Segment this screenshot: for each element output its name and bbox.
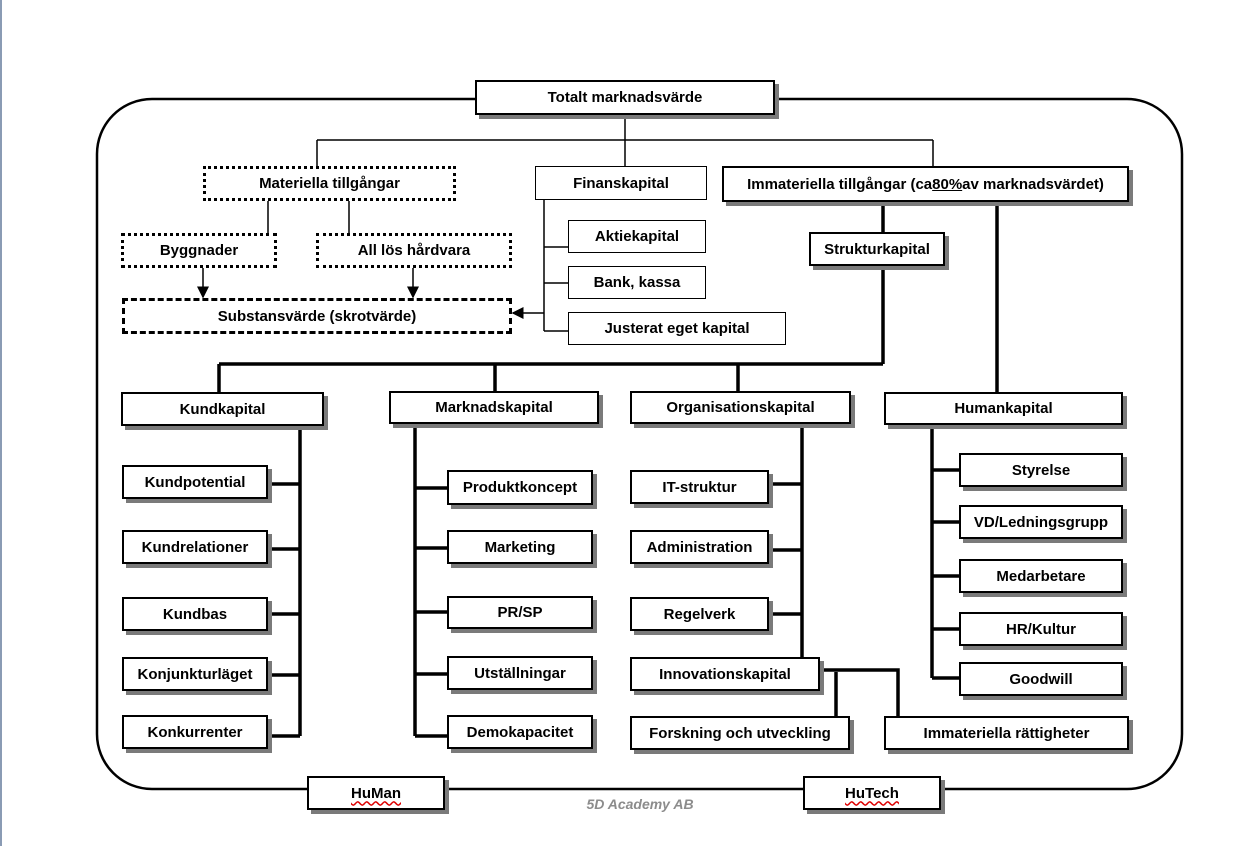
window-edge — [0, 0, 2, 846]
tech-tag-label: HuTech — [845, 784, 899, 802]
organisation-item: IT-struktur — [630, 470, 769, 504]
material-assets-box: Materiella tillgångar — [203, 166, 456, 201]
organisation-item: Regelverk — [630, 597, 769, 631]
hardware-box: All lös hårdvara — [316, 233, 512, 268]
customer-item: Konjunkturläget — [122, 657, 268, 691]
immaterial-assets-box: Immateriella tillgångar (ca 80% av markn… — [722, 166, 1129, 202]
customer-item: Kundpotential — [122, 465, 268, 499]
human-item: Styrelse — [959, 453, 1123, 487]
market-capital-box: Marknadskapital — [389, 391, 599, 424]
human-item: Medarbetare — [959, 559, 1123, 593]
customer-item: Konkurrenter — [122, 715, 268, 749]
human-tag-label: HuMan — [351, 784, 401, 802]
human-tag-box: HuMan — [307, 776, 445, 810]
customer-item: Kundbas — [122, 597, 268, 631]
tech-tag-box: HuTech — [803, 776, 941, 810]
total-market-value-box: Totalt marknadsvärde — [475, 80, 775, 115]
market-item: PR/SP — [447, 596, 593, 629]
research-development-box: Forskning och utveckling — [630, 716, 850, 750]
market-item: Marketing — [447, 530, 593, 564]
human-item: HR/Kultur — [959, 612, 1123, 646]
human-capital-box: Humankapital — [884, 392, 1123, 425]
immaterial-title-pct: 80% — [932, 175, 963, 193]
finance-item: Aktiekapital — [568, 220, 706, 253]
innovation-capital-box: Innovationskapital — [630, 657, 820, 691]
buildings-box: Byggnader — [121, 233, 277, 268]
footer-credit: 5D Academy AB — [586, 796, 694, 812]
finance-item: Justerat eget kapital — [568, 312, 786, 345]
customer-item: Kundrelationer — [122, 530, 268, 564]
finance-capital-box: Finanskapital — [535, 166, 707, 200]
market-item: Utställningar — [447, 656, 593, 690]
organisation-item: Administration — [630, 530, 769, 564]
intangible-rights-box: Immateriella rättigheter — [884, 716, 1129, 750]
organisation-capital-box: Organisationskapital — [630, 391, 851, 424]
market-item: Demokapacitet — [447, 715, 593, 749]
immaterial-title-pre: Immateriella tillgångar (ca — [747, 175, 933, 193]
line-innovation-rights — [820, 668, 900, 716]
market-item: Produktkoncept — [447, 470, 593, 505]
finance-item: Bank, kassa — [568, 266, 706, 299]
substance-value-box: Substansvärde (skrotvärde) — [122, 298, 512, 334]
human-item: Goodwill — [959, 662, 1123, 696]
immaterial-title-post: av marknadsvärdet) — [962, 175, 1104, 193]
customer-capital-box: Kundkapital — [121, 392, 324, 426]
human-item: VD/Ledningsgrupp — [959, 505, 1123, 539]
structure-capital-box: Strukturkapital — [809, 232, 945, 266]
